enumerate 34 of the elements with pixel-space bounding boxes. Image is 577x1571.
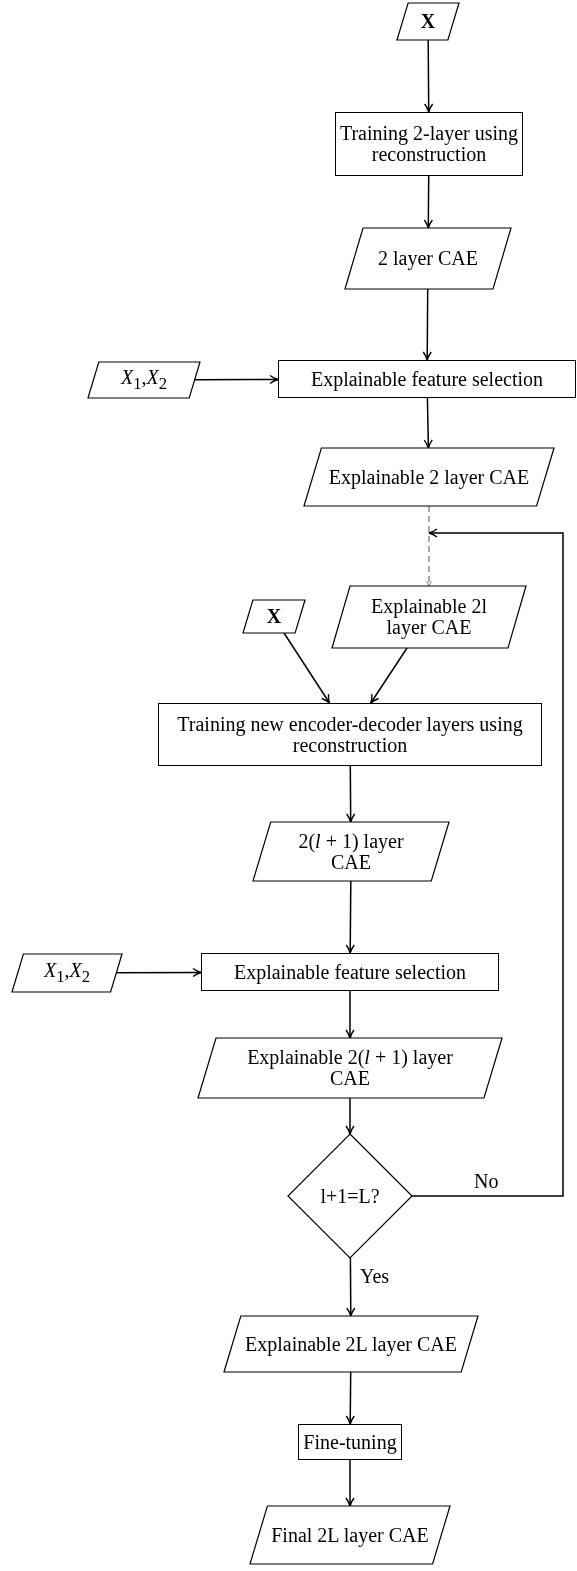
node-text: Fine-tuning: [302, 1431, 398, 1453]
decision-diamond: [288, 1134, 412, 1258]
data-parallelogram: [243, 600, 305, 633]
process-box: [298, 1424, 402, 1460]
process-box: [158, 703, 542, 766]
node-text: Training 2-layer using reconstruction: [339, 123, 519, 165]
node-text: X$_{1}$,X$_{2}$: [42, 960, 92, 986]
node-text: X: [419, 11, 437, 32]
process-box: [278, 360, 576, 398]
data-parallelogram: [250, 1506, 450, 1564]
data-parallelogram: [198, 1038, 502, 1098]
process-box: [201, 953, 499, 991]
node-text: Training new encoder-decoder layers using reconstruction: [176, 713, 524, 756]
node-text: Explainable 2L layer CAE: [244, 1333, 458, 1355]
node-text: 2 layer CAE: [377, 248, 479, 269]
data-parallelogram: [88, 362, 200, 398]
data-parallelogram: [224, 1316, 478, 1372]
node-text: Final 2L layer CAE: [270, 1524, 430, 1546]
data-parallelogram: [253, 822, 449, 881]
node-text: Explainable 2(l + 1) layer CAE: [246, 1047, 454, 1089]
node-text: 2(l + 1) layer CAE: [297, 830, 405, 873]
node-text: Explainable 2 layer CAE: [327, 466, 531, 488]
data-parallelogram: [304, 448, 554, 506]
data-parallelogram: [12, 954, 122, 992]
node-text: Explainable feature selection: [232, 961, 468, 983]
node-text: Explainable 2l layer CAE: [369, 596, 489, 638]
data-parallelogram: [397, 3, 459, 40]
node-text: X: [265, 606, 283, 627]
node-text: l+1=L?: [319, 1185, 381, 1207]
process-box: [335, 112, 523, 176]
node-text: X$_{1}$,X$_{2}$: [119, 367, 169, 393]
data-parallelogram: [345, 228, 511, 289]
data-parallelogram: [332, 586, 526, 648]
node-text: Explainable feature selection: [309, 368, 545, 390]
